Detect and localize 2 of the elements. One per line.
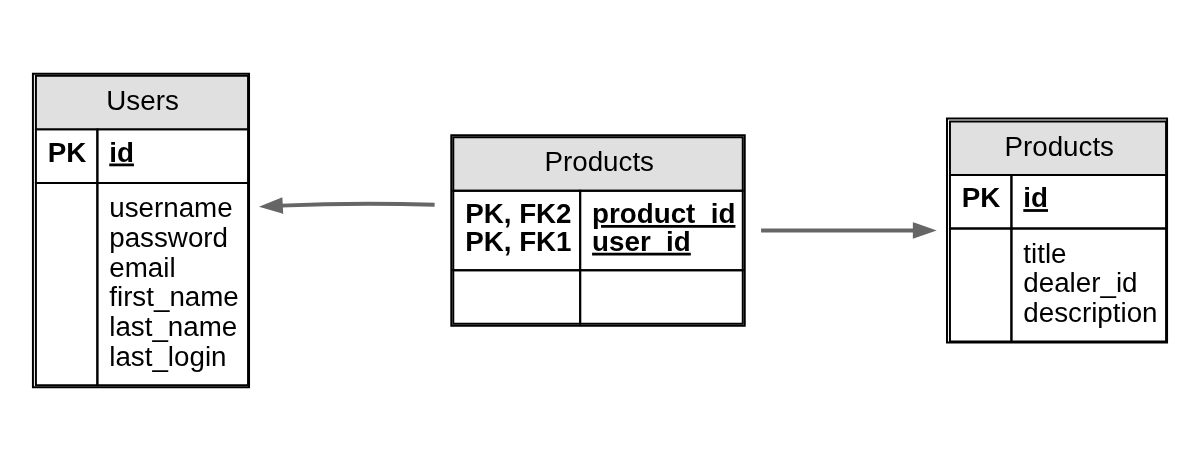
arrow <box>761 222 937 239</box>
arrow <box>258 197 435 214</box>
